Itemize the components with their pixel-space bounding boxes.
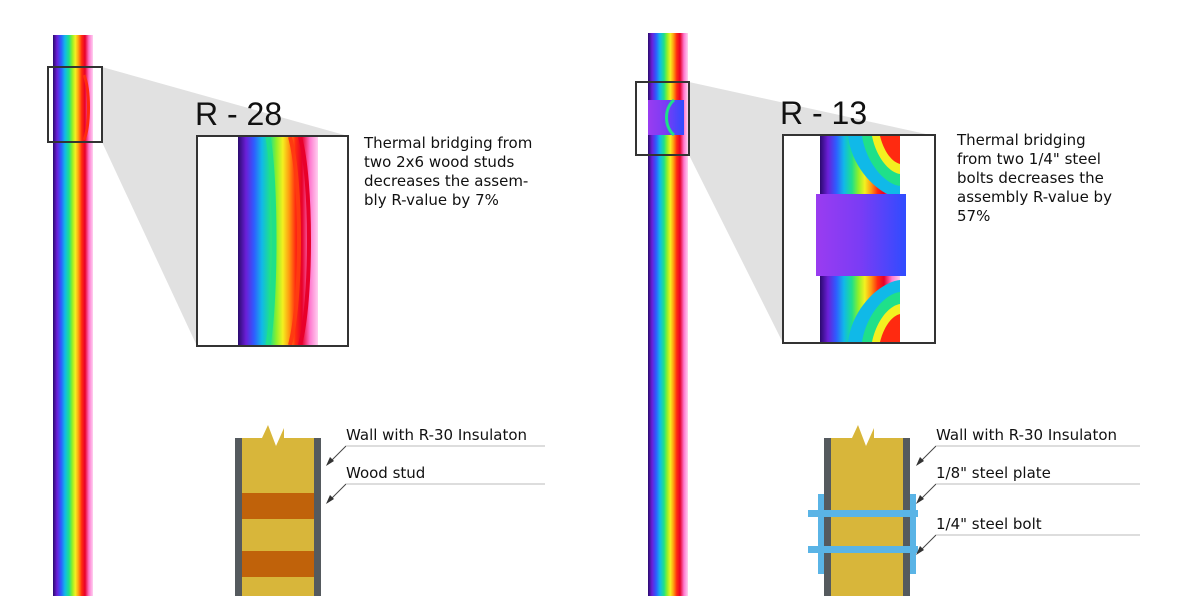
right-steel-bolt-2 <box>808 546 918 553</box>
right-caption-line: from two 1/4" steel <box>957 150 1101 168</box>
left-panel: R - 28 Wall with R-30 Insulaton Wood stu… <box>47 35 545 596</box>
right-steel-bolt-1 <box>808 510 918 517</box>
left-caption-line: two 2x6 wood studs <box>364 153 515 171</box>
left-zoom-inset <box>196 135 349 347</box>
left-strip-bulge <box>82 74 90 141</box>
right-callout-bolt: 1/4" steel bolt <box>916 515 1140 555</box>
right-wall-section <box>808 425 918 596</box>
left-wood-stud-2 <box>241 551 314 577</box>
left-callout-wall: Wall with R-30 Insulaton <box>326 426 545 466</box>
right-callout-wall: Wall with R-30 Insulaton <box>916 426 1140 466</box>
right-zoom-inset <box>782 134 936 344</box>
left-caption-line: Thermal bridging from <box>364 134 533 152</box>
left-callout-wall-text: Wall with R-30 Insulaton <box>346 426 527 444</box>
right-callout-bolt-text: 1/4" steel bolt <box>936 515 1042 533</box>
left-wood-stud-1 <box>241 493 314 519</box>
left-wall-section <box>235 425 321 596</box>
left-magnifier-box <box>47 66 103 143</box>
right-panel: R - 13 Wall with R-30 Insulaton 1/8" ste… <box>635 33 1140 596</box>
right-callout-plate: 1/8" steel plate <box>916 464 1140 504</box>
left-caption-line: decreases the assem- <box>364 172 529 190</box>
right-caption-line: Thermal bridging <box>957 131 1086 149</box>
left-callout-stud-text: Wood stud <box>346 464 425 482</box>
right-steel-plate-left <box>818 494 824 574</box>
right-steel-plate-right <box>910 494 916 574</box>
right-caption: Thermal bridging from two 1/4" steel bol… <box>957 131 1157 226</box>
left-caption-line: bly R-value by 7% <box>364 191 499 209</box>
left-r-value-label: R - 28 <box>195 96 282 132</box>
right-r-value-label: R - 13 <box>780 95 867 131</box>
right-callout-wall-text: Wall with R-30 Insulaton <box>936 426 1117 444</box>
left-callout-stud: Wood stud <box>326 464 545 504</box>
right-callout-plate-text: 1/8" steel plate <box>936 464 1051 482</box>
right-bolt-hotspot <box>816 194 906 276</box>
right-caption-line: 57% <box>957 207 991 225</box>
right-caption-line: bolts decreases the <box>957 169 1104 187</box>
right-caption-line: assembly R-value by <box>957 188 1112 206</box>
right-magnifier-box <box>635 81 690 156</box>
left-caption: Thermal bridging from two 2x6 wood studs… <box>364 134 564 210</box>
